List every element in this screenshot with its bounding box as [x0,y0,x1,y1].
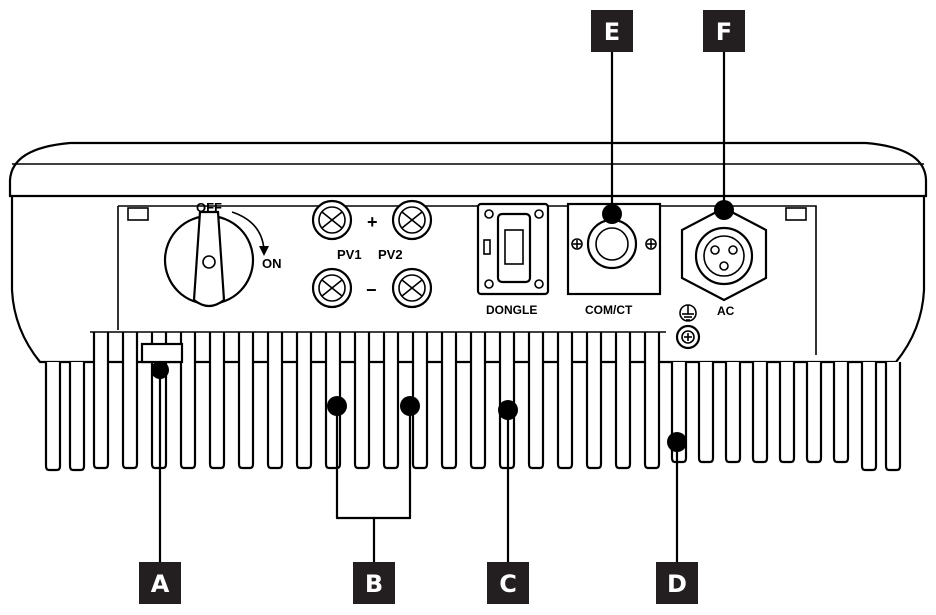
pv1-label: PV1 [337,247,362,262]
switch-off-label: OFF [196,200,222,215]
dongle-label: DONGLE [486,303,537,317]
heat-sink-fin [92,332,110,470]
heat-sink-fin [295,332,313,470]
callout-e: E [591,10,633,52]
heat-sink-fin [469,332,487,470]
heat-sink-fin [585,332,603,470]
callout-dot-c [498,400,518,420]
heat-sink-fin [697,362,715,464]
heat-sink-fin [805,362,823,464]
dongle-port: DONGLE [476,202,550,317]
heat-sink-fin [556,332,574,470]
pv1-minus-connector [311,267,353,309]
callout-c: C [487,562,529,604]
pv2-label: PV2 [378,247,403,262]
heat-sink-fin [614,332,632,470]
heat-sink-fin [440,332,458,470]
heat-sink-fin [237,332,255,470]
pv1-plus-connector [311,199,353,241]
heat-sink-fin [751,362,769,464]
heat-sink-fin [68,362,86,472]
heat-sink-fin [724,362,742,464]
callout-dot-b1 [327,396,347,416]
callout-a-label: A [151,570,170,598]
callout-dot-f [714,200,734,220]
pv2-plus-connector [391,199,433,241]
callout-dots [151,200,734,452]
heat-sink-fin [179,332,197,470]
heat-sink-fin [411,332,429,470]
callout-b: B [353,562,395,604]
callout-d-label: D [667,570,687,598]
callout-dot-e [602,204,622,224]
dc-switch: OFF ON [163,200,282,308]
heat-sink [44,331,902,472]
heat-sink-fin [527,332,545,470]
heat-sink-fin [382,332,400,470]
heat-sink-fin [884,362,902,472]
callout-c-label: C [499,570,517,598]
ac-label: AC [717,304,735,318]
pv-minus-label: − [366,280,377,300]
callout-f: F [703,10,745,52]
heat-sink-fin [353,332,371,470]
pv-connectors: + − PV1 PV2 [311,199,433,309]
heat-sink-fin [643,332,661,470]
switch-on-label: ON [262,256,282,271]
inverter-body [10,194,926,364]
heat-sink-fin [860,362,878,472]
callout-b-label: B [365,570,383,598]
pv2-minus-connector [391,267,433,309]
leader-lines [158,50,726,567]
top-cover [8,141,928,198]
heat-sink-fin [121,332,139,470]
callout-a: A [139,562,181,604]
mounting-bracket [140,342,184,364]
ac-port: AC [680,206,768,318]
pv-plus-label: + [367,212,378,232]
callout-f-label: F [716,18,732,46]
screw-icon [675,324,701,350]
heat-sink-fin [44,362,62,472]
callout-e-label: E [604,18,620,46]
ground-symbol-icon [679,304,697,322]
heat-sink-fin [266,332,284,470]
callout-dot-d [667,432,687,452]
heat-sink-fin [832,362,850,464]
heat-sink-fin [208,332,226,470]
callout-dot-b2 [400,396,420,416]
comct-label: COM/CT [585,303,633,317]
callout-d: D [656,562,698,604]
callout-dot-a [151,361,169,379]
heat-sink-fin [778,362,796,464]
